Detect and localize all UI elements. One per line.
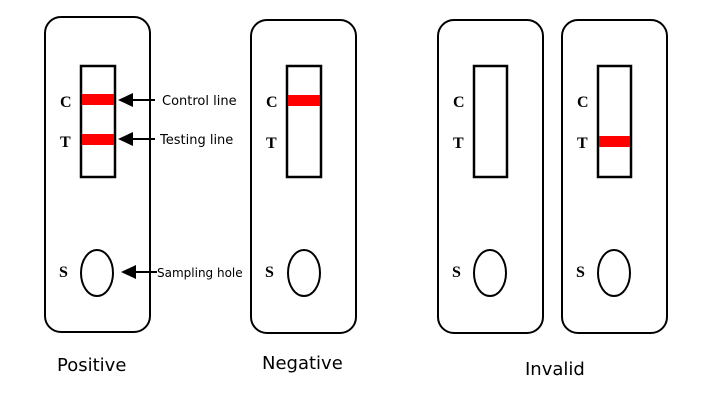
c-label: C <box>577 94 589 111</box>
c-label: C <box>60 94 72 111</box>
s-label: S <box>452 264 461 281</box>
t-label: T <box>577 135 588 152</box>
result-window <box>285 64 323 179</box>
t-label: T <box>453 135 464 152</box>
control-line-band <box>82 94 114 105</box>
cassette-body <box>250 19 357 334</box>
cassette-positive: C T S <box>44 16 151 333</box>
s-label: S <box>576 264 585 281</box>
test-line-band <box>599 136 630 147</box>
arrow-head-icon <box>118 93 133 107</box>
c-label: C <box>266 94 278 111</box>
cassette-body <box>561 19 668 334</box>
sample-hole <box>80 249 114 297</box>
cassette-body <box>437 19 544 334</box>
result-window <box>79 64 117 179</box>
result-window <box>596 64 633 179</box>
s-label: S <box>59 264 68 281</box>
result-window <box>472 64 509 179</box>
arrow-head-icon <box>118 132 133 146</box>
cassette-invalid-no-lines: C T S <box>437 19 544 334</box>
caption-positive: Positive <box>57 355 126 376</box>
annotation-sampling-hole: Sampling hole <box>121 265 243 280</box>
t-label: T <box>266 135 277 152</box>
testing-line-label: Testing line <box>159 133 233 148</box>
annotation-control-line: Control line <box>118 93 237 109</box>
annotation-testing-line: Testing line <box>118 132 233 148</box>
cassette-invalid-t-only: C T S <box>561 19 668 334</box>
sample-hole <box>597 249 631 297</box>
cassette-body <box>44 16 151 333</box>
caption-negative: Negative <box>262 353 343 374</box>
sample-hole <box>287 249 321 297</box>
c-label: C <box>453 94 465 111</box>
s-label: S <box>265 264 274 281</box>
control-line-label: Control line <box>162 94 237 109</box>
t-label: T <box>60 134 71 151</box>
sample-hole <box>473 249 507 297</box>
caption-invalid: Invalid <box>525 359 585 380</box>
arrow-head-icon <box>121 265 136 279</box>
cassette-negative: C T S <box>250 19 357 334</box>
control-line-band <box>288 95 320 106</box>
test-line-band <box>82 134 114 145</box>
sampling-hole-label: Sampling hole <box>157 266 243 280</box>
